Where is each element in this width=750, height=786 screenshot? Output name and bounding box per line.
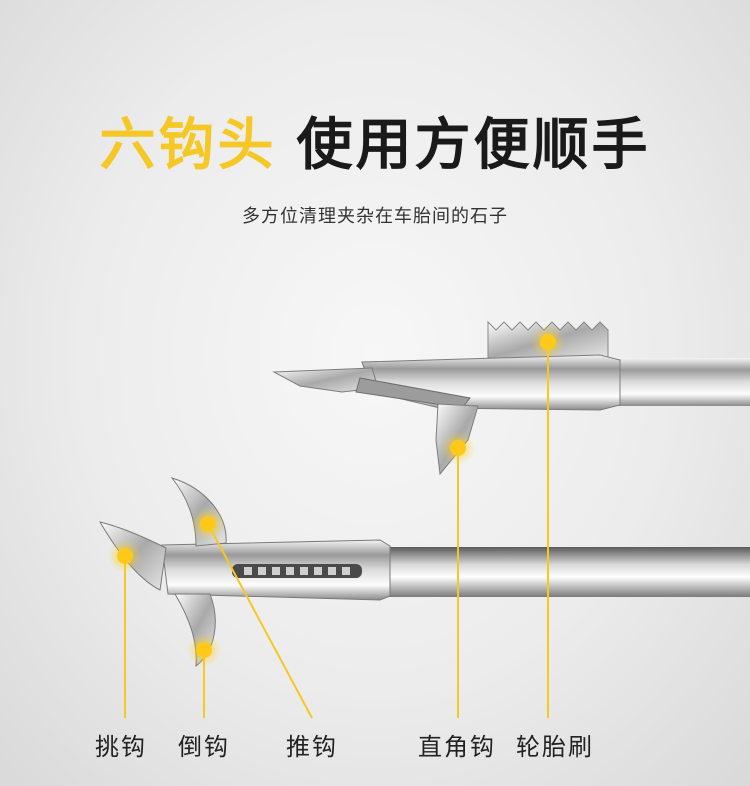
pick-hook-icon: 挑钩 [95, 733, 147, 761]
barb-hook-icon: 倒钩 [178, 733, 230, 761]
upper-tool [272, 320, 750, 476]
tire-brush-icon: 轮胎刷 [516, 733, 594, 761]
title-rest: 使用方便顺手 [296, 113, 651, 178]
title-highlight: 六钩头 [99, 113, 277, 178]
page-title: 六钩头使用方便顺手 [0, 100, 750, 181]
right-angle-hook-icon: 直角钩 [418, 733, 496, 761]
push-hook-icon: 推钩 [286, 733, 338, 761]
callout-dots [108, 325, 565, 667]
page-subtitle: 多方位清理夹杂在车胎间的石子 [242, 206, 508, 227]
lower-tool [98, 477, 750, 668]
callout-lines [124, 342, 549, 719]
